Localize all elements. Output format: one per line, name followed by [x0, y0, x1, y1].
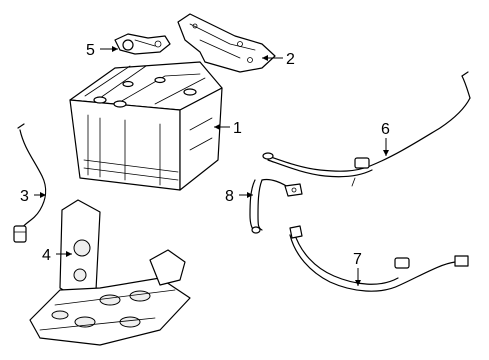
callout-4: 4	[42, 247, 72, 264]
positive-cable	[262, 71, 471, 187]
callout-label-3: 3	[20, 188, 29, 205]
callout-label-2: 2	[286, 51, 295, 68]
callout-6: 6	[381, 121, 390, 156]
battery-hold-down-bracket	[177, 13, 276, 73]
callout-8: 8	[225, 188, 253, 205]
callout-2: 2	[262, 51, 295, 68]
callout-3: 3	[20, 188, 46, 205]
terminal-clamp	[114, 33, 171, 55]
battery-tray	[29, 199, 191, 346]
callout-7: 7	[353, 251, 362, 286]
callout-label-6: 6	[381, 121, 390, 138]
callout-label-7: 7	[353, 251, 362, 268]
ground-cable	[249, 178, 303, 234]
callout-label-8: 8	[225, 188, 234, 205]
callout-1: 1	[214, 120, 242, 137]
callout-label-4: 4	[42, 247, 51, 264]
callout-5: 5	[86, 42, 118, 59]
callout-label-5: 5	[86, 42, 95, 59]
negative-cable	[289, 225, 469, 292]
battery-sensor-cable	[13, 123, 47, 243]
battery	[69, 61, 223, 191]
callout-label-1: 1	[233, 120, 242, 137]
